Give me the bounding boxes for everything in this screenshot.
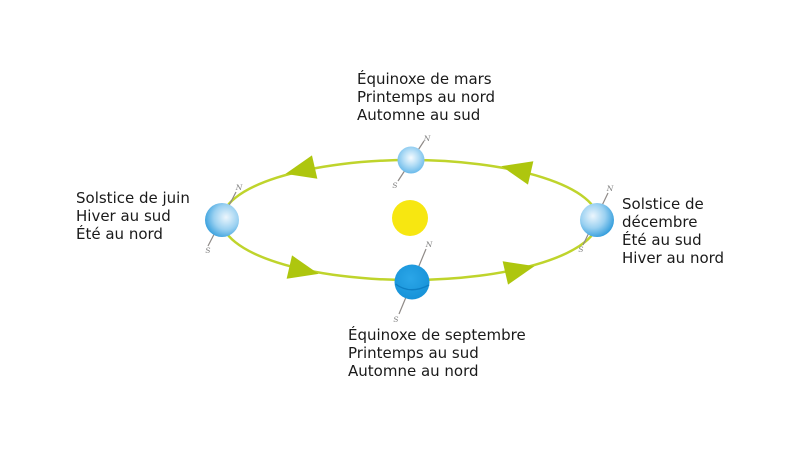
south-pole-label: S: [578, 245, 583, 254]
label-line: Équinoxe de septembre: [348, 326, 526, 344]
orbit-arrow-top-left-icon: [285, 155, 318, 179]
label-december-solstice: Solstice de décembre Été au sud Hiver au…: [622, 195, 724, 267]
south-pole-label: S: [393, 315, 398, 324]
label-line: Hiver au sud: [76, 207, 171, 225]
north-pole-label: N: [423, 134, 431, 143]
earth-globe-icon: [205, 203, 239, 237]
earth-march: N S: [392, 134, 430, 190]
earth-shading-arc: [395, 283, 430, 291]
label-line: Solstice de: [622, 195, 704, 213]
label-line: Automne au sud: [357, 106, 481, 124]
label-line: Solstice de juin: [76, 189, 190, 207]
label-line: Été au nord: [76, 225, 163, 243]
label-march-equinox: Équinoxe de mars Printemps au nord Autom…: [357, 70, 495, 124]
earth-september: N S: [393, 240, 432, 324]
label-line: Hiver au nord: [622, 249, 725, 267]
sun-icon: [392, 200, 428, 236]
south-pole-label: S: [205, 246, 210, 255]
label-line: Équinoxe de mars: [357, 70, 492, 88]
label-line: Été au sud: [622, 231, 702, 249]
north-pole-label: N: [235, 183, 243, 192]
label-september-equinox: Équinoxe de septembre Printemps au sud A…: [348, 326, 526, 380]
earth-december: N S: [578, 184, 614, 254]
earth-globe-icon: [580, 203, 614, 237]
orbit-arrow-top-right-icon: [501, 161, 534, 185]
orbit-arrow-bottom-left-icon: [286, 255, 319, 279]
label-june-solstice: Solstice de juin Hiver au sud Été au nor…: [76, 189, 190, 243]
earth-globe-icon: [397, 146, 425, 174]
label-line: Printemps au nord: [357, 88, 496, 106]
north-pole-label: N: [425, 240, 433, 249]
south-pole-label: S: [392, 181, 397, 190]
label-line: décembre: [622, 213, 698, 231]
north-pole-label: N: [606, 184, 614, 193]
label-line: Automne au nord: [348, 362, 479, 380]
earth-globe-icon: [394, 264, 430, 300]
earth-june: N S: [205, 183, 243, 255]
label-line: Printemps au sud: [348, 344, 479, 362]
orbit-arrow-bottom-right-icon: [502, 261, 535, 285]
